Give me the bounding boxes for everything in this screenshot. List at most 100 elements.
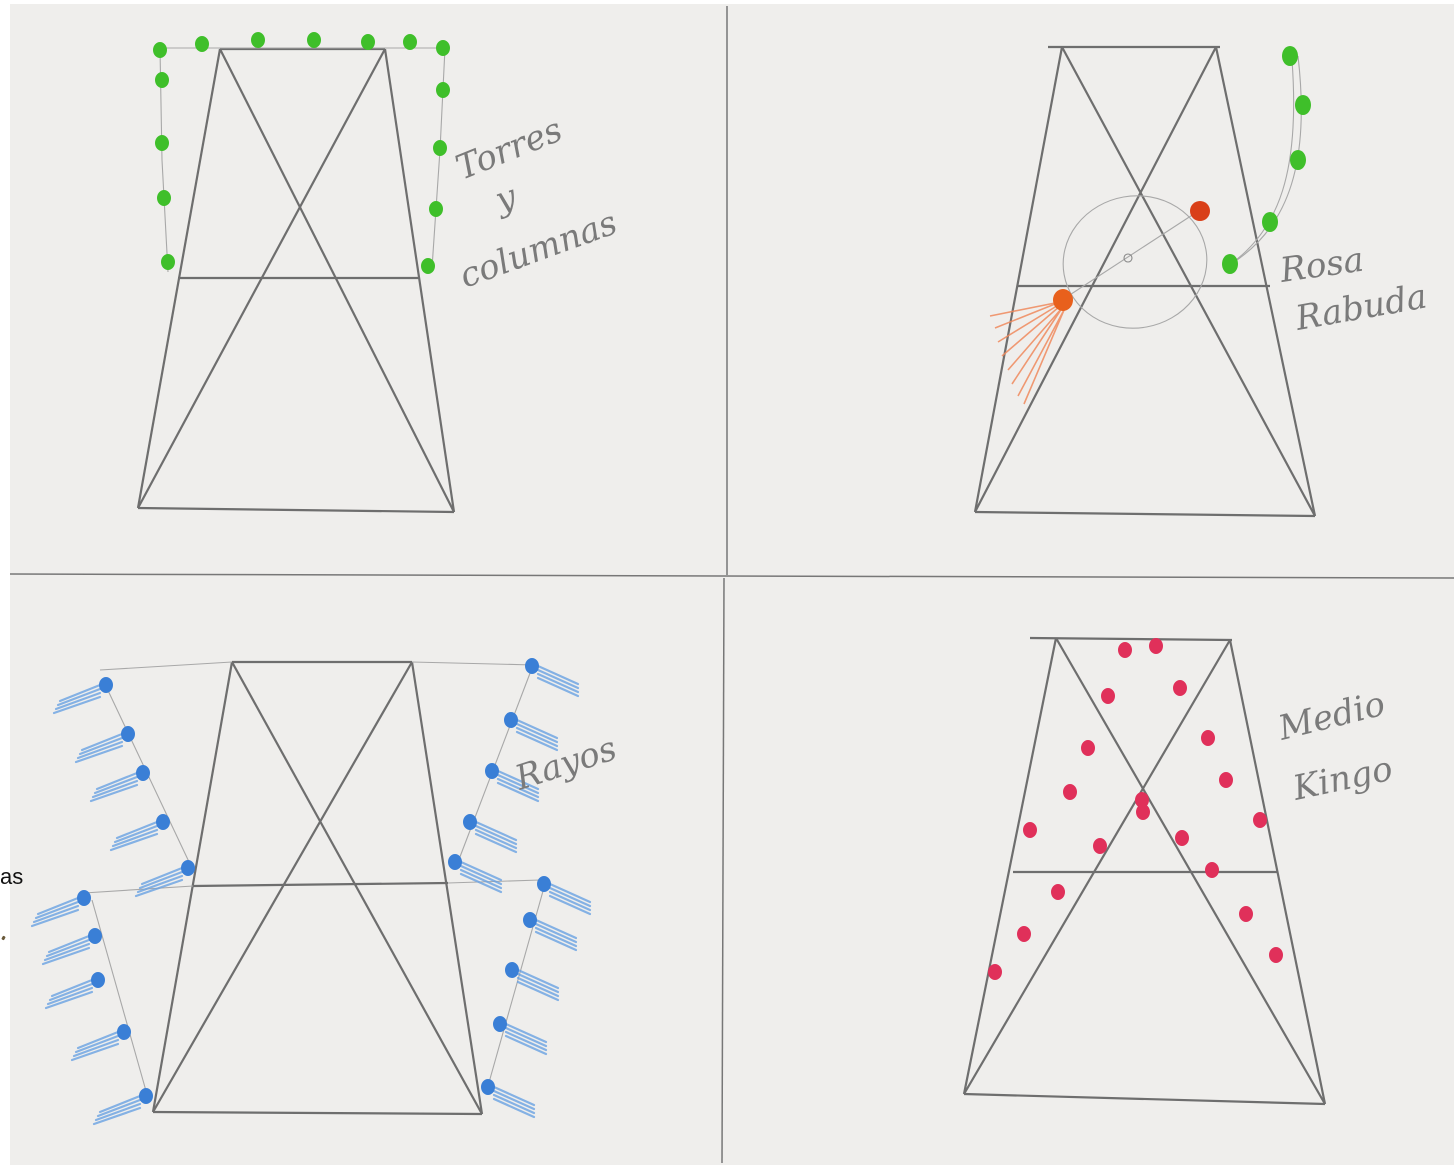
- sketch-dot: [1081, 740, 1095, 756]
- ray-stroke: [474, 832, 518, 854]
- label-line-3: columnas: [454, 203, 622, 297]
- sketch-dot: [525, 658, 539, 674]
- sketch-dot: [1219, 772, 1233, 788]
- ray-stroke: [52, 695, 102, 715]
- sketch-dot: [523, 912, 537, 928]
- tower-frame: [973, 45, 1317, 518]
- sketch-dot: [1222, 254, 1238, 274]
- ray-stroke: [46, 986, 94, 1006]
- sketch-dot: [1253, 812, 1267, 828]
- paper-sheet: [10, 4, 1454, 1165]
- sketch-dot: [121, 726, 135, 742]
- ray-stroke: [536, 664, 580, 686]
- handwritten-label: Torres y columnas: [450, 110, 622, 297]
- ray-stroke: [56, 687, 102, 707]
- sketch-dot: [117, 1024, 131, 1040]
- ray-stroke: [459, 864, 503, 886]
- sketch-dot: [1023, 822, 1037, 838]
- green-dots: [1222, 46, 1311, 274]
- sketch-dot: [1063, 784, 1077, 800]
- ray-stroke: [474, 820, 518, 842]
- ray-stroke: [515, 718, 559, 740]
- panel-torres-y-columnas: Torres y columnas: [136, 32, 622, 514]
- blue-rays: [30, 664, 592, 1126]
- ray-stroke: [47, 934, 91, 954]
- ray-stroke: [45, 938, 91, 958]
- ray-stroke: [536, 672, 580, 694]
- guide-lines: [159, 47, 446, 273]
- sketch-dot: [463, 814, 477, 830]
- sketch-dot: [1269, 947, 1283, 963]
- ray-stroke: [109, 832, 159, 852]
- ray-stroke: [492, 1085, 536, 1107]
- ray-stroke: [70, 1042, 120, 1062]
- ray-stroke: [96, 1098, 142, 1118]
- ray-stroke: [515, 730, 559, 752]
- panel-medio-kingo: Medio Kingo: [962, 636, 1397, 1106]
- sketch-dot: [161, 254, 175, 270]
- sketch-dot: [1282, 46, 1298, 66]
- ray-stroke: [534, 918, 578, 940]
- sketch-dot: [403, 34, 417, 50]
- ray-stroke: [504, 1034, 548, 1056]
- tower-frame: [151, 660, 484, 1116]
- sketch-dot: [1239, 906, 1253, 922]
- ray-stroke: [515, 722, 559, 744]
- sketch-dot: [1201, 730, 1215, 746]
- ray-stroke: [30, 908, 80, 928]
- ray-stroke: [536, 676, 580, 698]
- ray-stroke: [32, 904, 80, 924]
- sketch-dot: [155, 135, 169, 151]
- pink-dots: [988, 638, 1283, 980]
- sketch-dot: [1093, 838, 1107, 854]
- sketch-dot: [481, 1079, 495, 1095]
- sketch-dot: [1149, 638, 1163, 654]
- ray-stroke: [48, 982, 94, 1002]
- label-line-2: y: [489, 176, 522, 221]
- ray-stroke: [516, 980, 560, 1002]
- ray-stroke: [548, 886, 592, 908]
- ray-stroke: [41, 946, 91, 966]
- sketch-dot: [1136, 804, 1150, 820]
- ray-stroke: [515, 726, 559, 748]
- label-line-1: Medio: [1274, 684, 1389, 749]
- ray-stroke: [492, 1089, 536, 1111]
- ray-stroke: [91, 779, 139, 799]
- ray-stroke: [516, 968, 560, 990]
- handwritten-label: Medio Kingo: [1274, 684, 1397, 809]
- sketch-dot: [421, 258, 435, 274]
- sketch-dot: [88, 928, 102, 944]
- sketch-dot: [195, 36, 209, 52]
- cut-off-text-fragment: as: [0, 864, 24, 889]
- ray-stroke: [74, 744, 124, 764]
- sketch-dot: [153, 42, 167, 58]
- sketch-dot: [1051, 884, 1065, 900]
- ray-stroke: [138, 870, 184, 890]
- ray-stroke: [136, 874, 184, 894]
- ray-stroke: [504, 1026, 548, 1048]
- ray-stroke: [459, 860, 503, 882]
- quadrant-dividers: [9, 6, 1454, 1164]
- ray-stroke: [496, 777, 540, 799]
- ray-stroke: [111, 828, 159, 848]
- label-line-1: Rayos: [509, 728, 621, 798]
- sketch-dot: [436, 40, 450, 56]
- handwritten-label: Rayos: [509, 728, 621, 798]
- ray-stroke: [459, 872, 503, 894]
- sketch-dot: [139, 1088, 153, 1104]
- ray-stroke: [534, 930, 578, 952]
- ray-stroke: [140, 866, 184, 886]
- orange-comet: [989, 201, 1210, 405]
- tower-frame: [136, 47, 456, 514]
- sketch-dot: [1135, 792, 1149, 808]
- green-dots: [153, 32, 450, 274]
- ray-stroke: [50, 978, 94, 998]
- sketch-dot: [1175, 830, 1189, 846]
- sketch-dot: [493, 1016, 507, 1032]
- sketch-dot: [251, 32, 265, 48]
- ray-stroke: [80, 732, 124, 752]
- divider-vertical-bottom: [721, 577, 725, 1164]
- ray-stroke: [89, 783, 139, 803]
- ray-stroke: [98, 1094, 142, 1114]
